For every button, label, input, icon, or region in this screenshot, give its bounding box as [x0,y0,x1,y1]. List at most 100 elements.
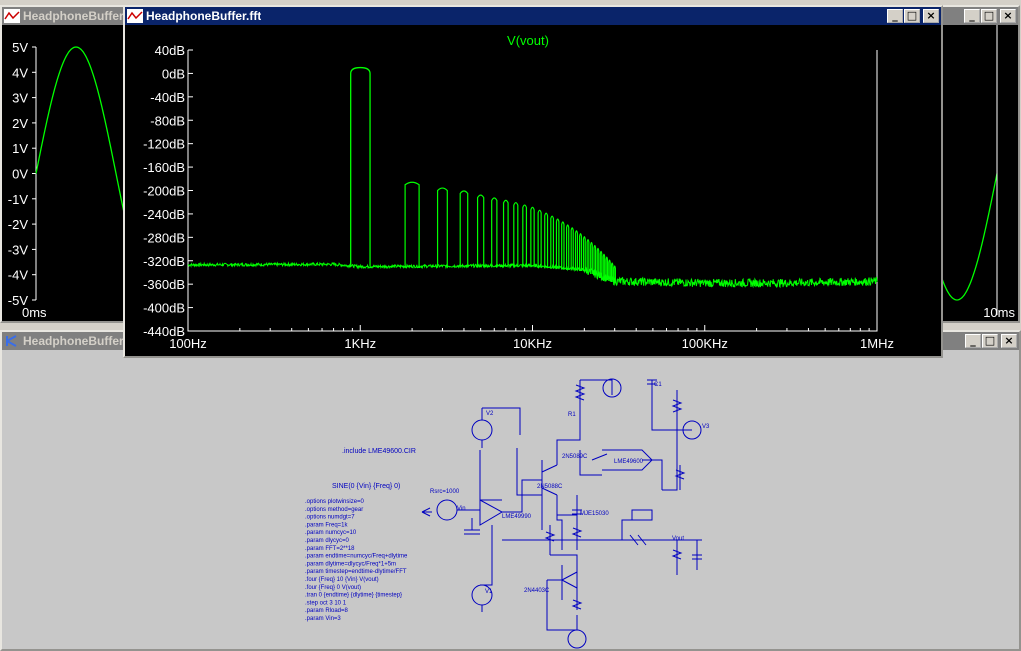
harmonic-peak [502,199,509,268]
x-axis-right-label: 10ms [983,305,1015,320]
spice-directives: .options plotwinsize=0.options method=ge… [305,499,408,622]
fft-trace-group [187,66,878,289]
fft-window-title: HeadphoneBuffer.fft [146,9,262,23]
harmonic-peak [544,212,549,269]
transient-window[interactable]: HeadphoneBuffer.raw 5V4V3V2V1V0V-1V-2V-3… [0,5,130,323]
schematic-app-icon [6,335,17,347]
waveform-app-icon [4,9,20,23]
harmonic-peak [586,238,590,273]
schematic-window-title: HeadphoneBuffer.asc [23,334,147,348]
y-tick-label: -200dB [143,184,185,199]
c1-label: C1 [654,382,662,388]
schematic-wires [421,378,702,649]
schematic-canvas[interactable]: .include LME49600.CIR SINE(0 {Vin} {Freq… [2,350,1019,649]
right-window-titlebar[interactable]: _ □ × [937,7,1018,25]
rsrc-label: Rsrc=1000 [430,489,460,495]
q4-label: 2N5088C [537,484,563,490]
right-waveform-pane[interactable]: 10ms [937,25,1018,321]
harmonic-peak [530,206,535,268]
y-tick-label: -80dB [150,113,185,128]
close-button[interactable]: × [923,9,939,23]
directive-line: .param endtime=numcyc/Freq+dlytime [305,554,408,560]
harmonic-peak [565,224,570,270]
schematic-window[interactable]: HeadphoneBuffer.asc _ □ × [0,330,1021,651]
y-tick-label: -2V [8,217,29,232]
transient-sine-trace [35,46,128,232]
y-tick-label: 3V [12,91,28,106]
schematic-label-group: .include LME49600.CIR SINE(0 {Vin} {Freq… [305,382,710,622]
r1-label: R1 [568,412,576,418]
directive-line: .param Rload=8 [305,608,349,614]
right-sine-trace [937,173,998,301]
waveform-app-icon [127,9,143,23]
chart-title: V(vout) [507,33,549,48]
v2-label: V2 [486,411,494,417]
y-tick-label: 4V [12,65,28,80]
maximize-button[interactable]: □ [904,9,920,23]
transient-window-titlebar[interactable]: HeadphoneBuffer.raw [2,7,128,25]
harmonic-peak [550,215,555,269]
y-tick-label: 2V [12,116,28,131]
harmonic-peak [404,181,420,269]
maximize-button[interactable]: □ [981,9,997,23]
harmonic-peak [605,256,609,280]
x-tick-label: 100KHz [682,336,728,351]
fft-plot-frame [187,50,878,332]
v1-label: V1 [485,589,493,595]
directive-line: .param numcyc=10 [305,530,357,536]
y-tick-label: -280dB [143,230,185,245]
directive-line: .param dlytime=dlycyc/Freq*1+5m [305,561,396,567]
x-tick-label: 10KHz [513,336,552,351]
y-tick-label: 0V [12,167,28,182]
y-tick-label: -440dB [143,324,185,339]
harmonic-peak [610,262,614,283]
directive-line: .step oct 3 10 1 [305,600,347,606]
harmonic-peak [613,265,616,283]
harmonic-peak [476,194,485,268]
y-tick-label: -5V [8,293,29,308]
fundamental-peak [350,66,371,267]
y-tick-label: 1V [12,141,28,156]
u1-label: LME49990 [502,514,532,520]
close-button[interactable]: × [1001,334,1017,348]
y-tick-label: 40dB [155,43,185,58]
harmonic-peak [602,253,606,279]
harmonic-peak [596,247,600,277]
harmonic-peak [513,202,519,268]
source-directive: SINE(0 {Vin} {Freq} 0) [332,483,400,490]
directive-line: .options numdgt=7 [305,515,355,521]
maximize-button[interactable]: □ [982,334,998,348]
y-tick-label: -3V [8,242,29,257]
minimize-button[interactable]: _ [965,334,981,348]
close-button[interactable]: × [1000,9,1016,23]
directive-line: .four {Freq} 0 V(vout) [305,585,361,591]
y-tick-label: -240dB [143,207,185,222]
y-tick-label: -320dB [143,254,185,269]
harmonic-peak [491,197,498,268]
y-tick-label: -120dB [143,137,185,152]
fft-noise-floor-trace [187,261,878,289]
v3-label: V3 [702,424,710,430]
directive-line: .param Vin=3 [305,616,341,622]
vin-label: Vin [457,506,466,512]
q5-label: 2N4403C [524,588,550,594]
harmonic-peak [578,233,583,271]
minimize-button[interactable]: _ [887,9,903,23]
right-plot-window[interactable]: _ □ × 10ms [935,5,1020,323]
include-directive: .include LME49600.CIR [342,448,416,455]
x-axis-left-label: 0ms [22,305,47,320]
directive-line: .tran 0 {endtime} {dlytime} {timestep} [305,593,402,599]
x-tick-label: 1KHz [344,336,376,351]
y-tick-label: -4V [8,268,29,283]
harmonic-peak [561,221,565,270]
harmonic-peak [459,190,469,268]
directive-line: .options method=gear [305,507,363,513]
minimize-button[interactable]: _ [964,9,980,23]
fft-window-titlebar[interactable]: HeadphoneBuffer.fft _ □ × [125,7,941,25]
harmonic-peak [593,244,597,276]
